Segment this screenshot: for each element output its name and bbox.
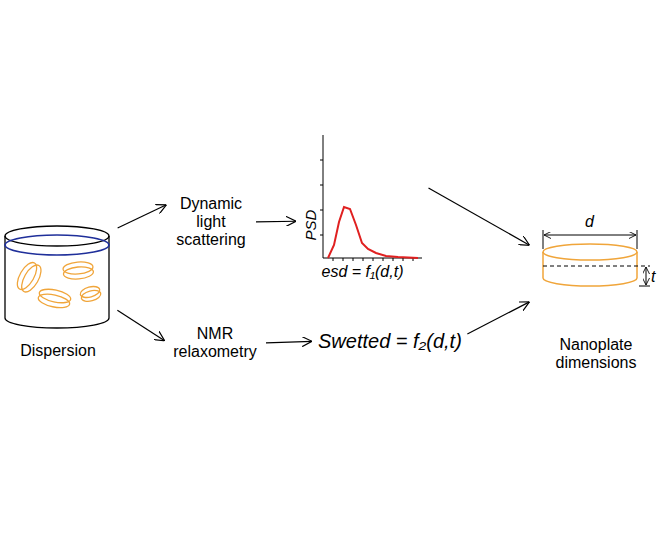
dispersion-node: Dispersion <box>2 212 114 360</box>
arrow-connector <box>428 188 529 245</box>
node-text: Swetted = f₂(d,t) <box>318 330 462 352</box>
arrow-connector <box>117 310 164 340</box>
node-text: Nanoplate dimensions <box>533 336 659 372</box>
nanoplate <box>543 244 637 286</box>
result-formula: Swetted = f₂(d,t) <box>316 328 464 354</box>
beaker-rim <box>5 226 109 246</box>
beaker-bottom <box>5 318 109 328</box>
node-text: PSD <box>303 210 320 241</box>
plate-top <box>543 244 637 260</box>
liquid-surface <box>5 235 109 255</box>
arrow-connector <box>467 302 529 334</box>
node-text: Dynamic light scattering <box>170 195 252 249</box>
dimension-arrow <box>544 235 636 236</box>
beaker-wall <box>4 236 5 318</box>
dimension-lines <box>543 230 650 286</box>
arrow-connector <box>256 221 296 223</box>
plate-bottom <box>543 278 637 286</box>
nanoplates-in-dispersion <box>13 260 102 311</box>
y-axis <box>323 135 324 258</box>
mid-plane <box>543 266 650 267</box>
plate <box>79 285 101 300</box>
extension-line <box>637 230 638 249</box>
plate <box>37 292 71 310</box>
node-text: NMR relaxometry <box>168 325 262 361</box>
beaker-wall <box>108 236 109 318</box>
node-text: Dispersion <box>2 342 114 360</box>
plate-side <box>542 252 544 278</box>
nanoplate-node: Nanoplate dimensions <box>533 212 659 372</box>
psd-curve <box>328 207 418 258</box>
dimension-label: t <box>651 269 655 285</box>
arrow-connector <box>266 341 312 342</box>
plate-side <box>636 252 638 278</box>
arrow-connector <box>118 205 167 228</box>
psd-chart <box>320 135 422 261</box>
dimension-label: d <box>585 214 594 230</box>
method-label: NMR relaxometry <box>168 325 262 361</box>
plate <box>38 287 72 305</box>
plate <box>63 266 94 281</box>
extension-line <box>639 286 650 287</box>
extension-line <box>543 230 544 249</box>
plate <box>80 288 102 303</box>
psd-chart-node: PSD esd = f₁(d,t) <box>300 130 425 290</box>
dimension-arrow <box>646 267 647 285</box>
axis-label: esd = f₁(d,t) <box>300 263 425 281</box>
method-label: Dynamic light scattering <box>170 195 252 249</box>
beaker <box>5 226 109 328</box>
